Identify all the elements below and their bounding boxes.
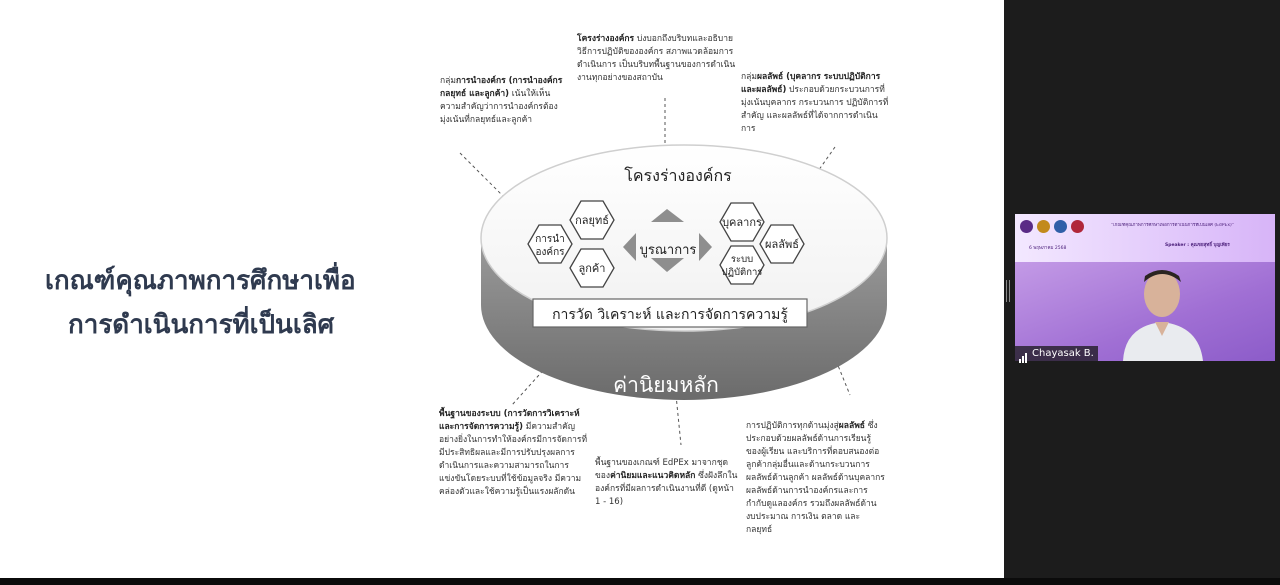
presentation-slide: เกณฑ์คุณภาพการศึกษาเพื่อ การดำเนินการที่… — [0, 0, 1004, 578]
hex-results-label: ผลลัพธ์ — [765, 238, 799, 251]
note-leadership-triad: กลุ่มการนำองค์กร (การนำองค์กร กลยุทธ์ แล… — [440, 75, 567, 127]
participant-name: Chayasak B. — [1032, 348, 1094, 359]
emblem-logo-icon — [1037, 220, 1050, 233]
participant-name-label: Chayasak B. — [1015, 346, 1098, 363]
hex-workforce — [719, 202, 765, 242]
slide-title-line-2: การดำเนินการที่เป็นเลิศ — [68, 310, 335, 340]
note-leadership-prefix: กลุ่ม — [440, 76, 456, 86]
note-org-profile-text: บ่งบอกถึงบริบทและอธิบายวิธีการปฏิบัติของ… — [577, 34, 736, 83]
hex-workforce-label: บุคลากร — [722, 216, 762, 229]
hex-operations-label-1: ระบบ — [731, 254, 753, 265]
measurement-label: การวัด วิเคราะห์ และการจัดการความรู้ — [552, 306, 788, 323]
note-core-values: พื้นฐานของเกณฑ์ EdPEx มาจากชุดของค่านิยม… — [595, 457, 739, 509]
note-foundation-text: มีความสำคัญอย่างยิ่งในการทำให้องค์กรมีกา… — [439, 422, 588, 497]
banner-speaker: Speaker : คุณชยสุทธิ์ บุญเพียร — [1165, 243, 1230, 248]
note-results: การปฏิบัติการทุกด้านมุ่งสู่ผลลัพธ์ ซึ่งป… — [746, 420, 886, 537]
note-org-profile: โครงร่างองค์กร บ่งบอกถึงบริบทและอธิบายวิ… — [577, 33, 740, 85]
core-values-label: ค่านิยมหลัก — [613, 373, 719, 397]
note-foundation-bold: พื้นฐานของระบบ (การวัดการวิเคราะห์และการ… — [439, 409, 580, 432]
hex-operations — [719, 245, 765, 285]
note-core-values-bold: ค่านิยมและแนวคิดหลัก — [610, 471, 696, 481]
note-results-bold: ผลลัพธ์ (บุคลากร ระบบปฏิบัติการ และผลลัพ… — [741, 72, 881, 95]
measurement-box — [532, 298, 808, 328]
note-leadership-text: เน้นให้เห็นความสำคัญว่าการนำองค์กรต้องมุ… — [440, 89, 558, 125]
note-results-text-b: ซึ่งประกอบด้วยผลลัพธ์ด้านการเรียนรู้ของผ… — [746, 421, 885, 535]
hex-strategy-label: กลยุทธ์ — [575, 214, 609, 227]
note-results-text: ประกอบด้วยกระบวนการที่มุ่งเน้นบุคลากร กร… — [741, 85, 889, 134]
signal-strength-icon — [1019, 348, 1028, 363]
hex-operations-label-2: ปฏิบัติการ — [722, 267, 763, 278]
university-logo-icon — [1020, 220, 1033, 233]
note-org-profile-bold: โครงร่างองค์กร — [577, 34, 635, 44]
speaker-figure — [1123, 270, 1203, 361]
note-system-foundation: พื้นฐานของระบบ (การวัดการวิเคราะห์และการ… — [439, 408, 589, 499]
partner-logo-icon — [1054, 220, 1067, 233]
panel-resize-handle[interactable] — [1006, 280, 1010, 302]
banner-title: "เกณฑ์คุณภาพการศึกษาเพื่อการดำเนินการที่… — [1111, 223, 1234, 228]
note-results-text-a: การปฏิบัติการทุกด้านมุ่งสู่ — [746, 421, 839, 431]
slide-title-line-1: เกณฑ์คุณภาพการศึกษาเพื่อ — [45, 266, 356, 296]
integration-arrows — [623, 209, 712, 272]
hex-customers — [569, 248, 615, 288]
org-profile-label: โครงร่างองค์กร — [624, 166, 732, 185]
hex-results — [759, 224, 805, 264]
note-results-triad: กลุ่มผลลัพธ์ (บุคลากร ระบบปฏิบัติการ และ… — [741, 71, 891, 136]
note-results-prefix: กลุ่ม — [741, 72, 757, 82]
banner-date: 6 พฤษภาคม 2568 — [1029, 246, 1067, 251]
bottom-toolbar-edge — [0, 578, 1280, 585]
event-banner: "เกณฑ์คุณภาพการศึกษาเพื่อการดำเนินการที่… — [1015, 214, 1275, 262]
seal-logo-icon — [1071, 220, 1084, 233]
hex-customers-label: ลูกค้า — [579, 262, 606, 275]
note-core-values-text-b: ซึ่งฝังลึกในองค์กรที่มีผลการดำเนินงานที่… — [595, 471, 738, 507]
hex-leadership — [527, 224, 573, 264]
note-results-bold-word: ผลลัพธ์ — [838, 421, 865, 431]
note-core-values-text-a: พื้นฐานของเกณฑ์ EdPEx มาจากชุดของ — [595, 458, 729, 481]
participant-video-tile[interactable]: "เกณฑ์คุณภาพการศึกษาเพื่อการดำเนินการที่… — [1015, 214, 1275, 361]
hex-leadership-label-1: การนำ — [535, 234, 565, 245]
note-leadership-bold: การนำองค์กร (การนำองค์กร กลยุทธ์ และลูกค… — [440, 76, 563, 99]
edpex-framework-diagram: โครงร่างองค์กร บูรณาการ การนำ องค์กร กลย… — [459, 98, 888, 446]
hex-strategy — [569, 200, 615, 240]
integration-label: บูรณาการ — [640, 243, 697, 258]
hex-leadership-label-2: องค์กร — [535, 246, 565, 258]
